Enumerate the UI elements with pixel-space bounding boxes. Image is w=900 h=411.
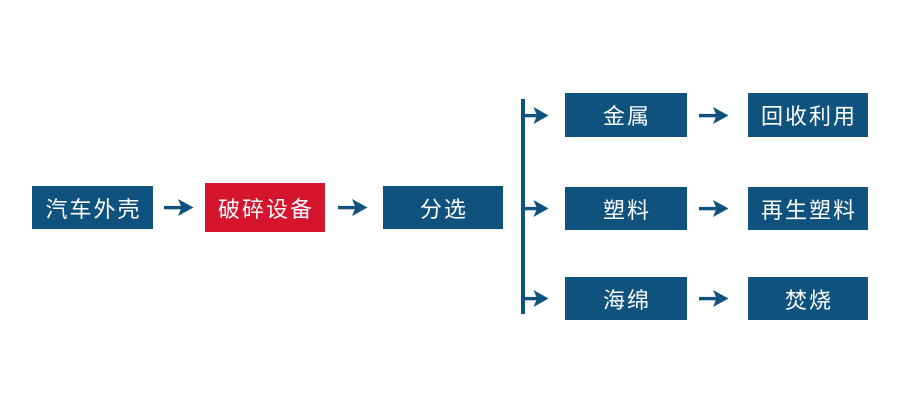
branch-arrow-right-icon xyxy=(524,198,549,219)
arrow-right-icon xyxy=(164,197,194,218)
node-crusher: 破碎设备 xyxy=(205,183,325,232)
node-recycled-plastic: 再生塑料 xyxy=(748,187,868,230)
node-incineration: 焚烧 xyxy=(748,277,868,320)
branch-arrow-right-icon xyxy=(524,288,549,309)
node-recycling: 回收利用 xyxy=(748,93,868,137)
arrow-right-icon xyxy=(338,197,368,218)
node-car-shell: 汽车外壳 xyxy=(32,186,153,229)
arrow-right-icon xyxy=(699,288,729,309)
branch-arrow-right-icon xyxy=(524,105,549,126)
node-plastic: 塑料 xyxy=(565,187,687,230)
node-sorting: 分选 xyxy=(383,186,503,229)
arrow-right-icon xyxy=(699,198,729,219)
branch-connector-line xyxy=(521,99,525,314)
arrow-right-icon xyxy=(699,105,729,126)
node-sponge: 海绵 xyxy=(565,277,687,320)
node-metal: 金属 xyxy=(565,93,687,137)
